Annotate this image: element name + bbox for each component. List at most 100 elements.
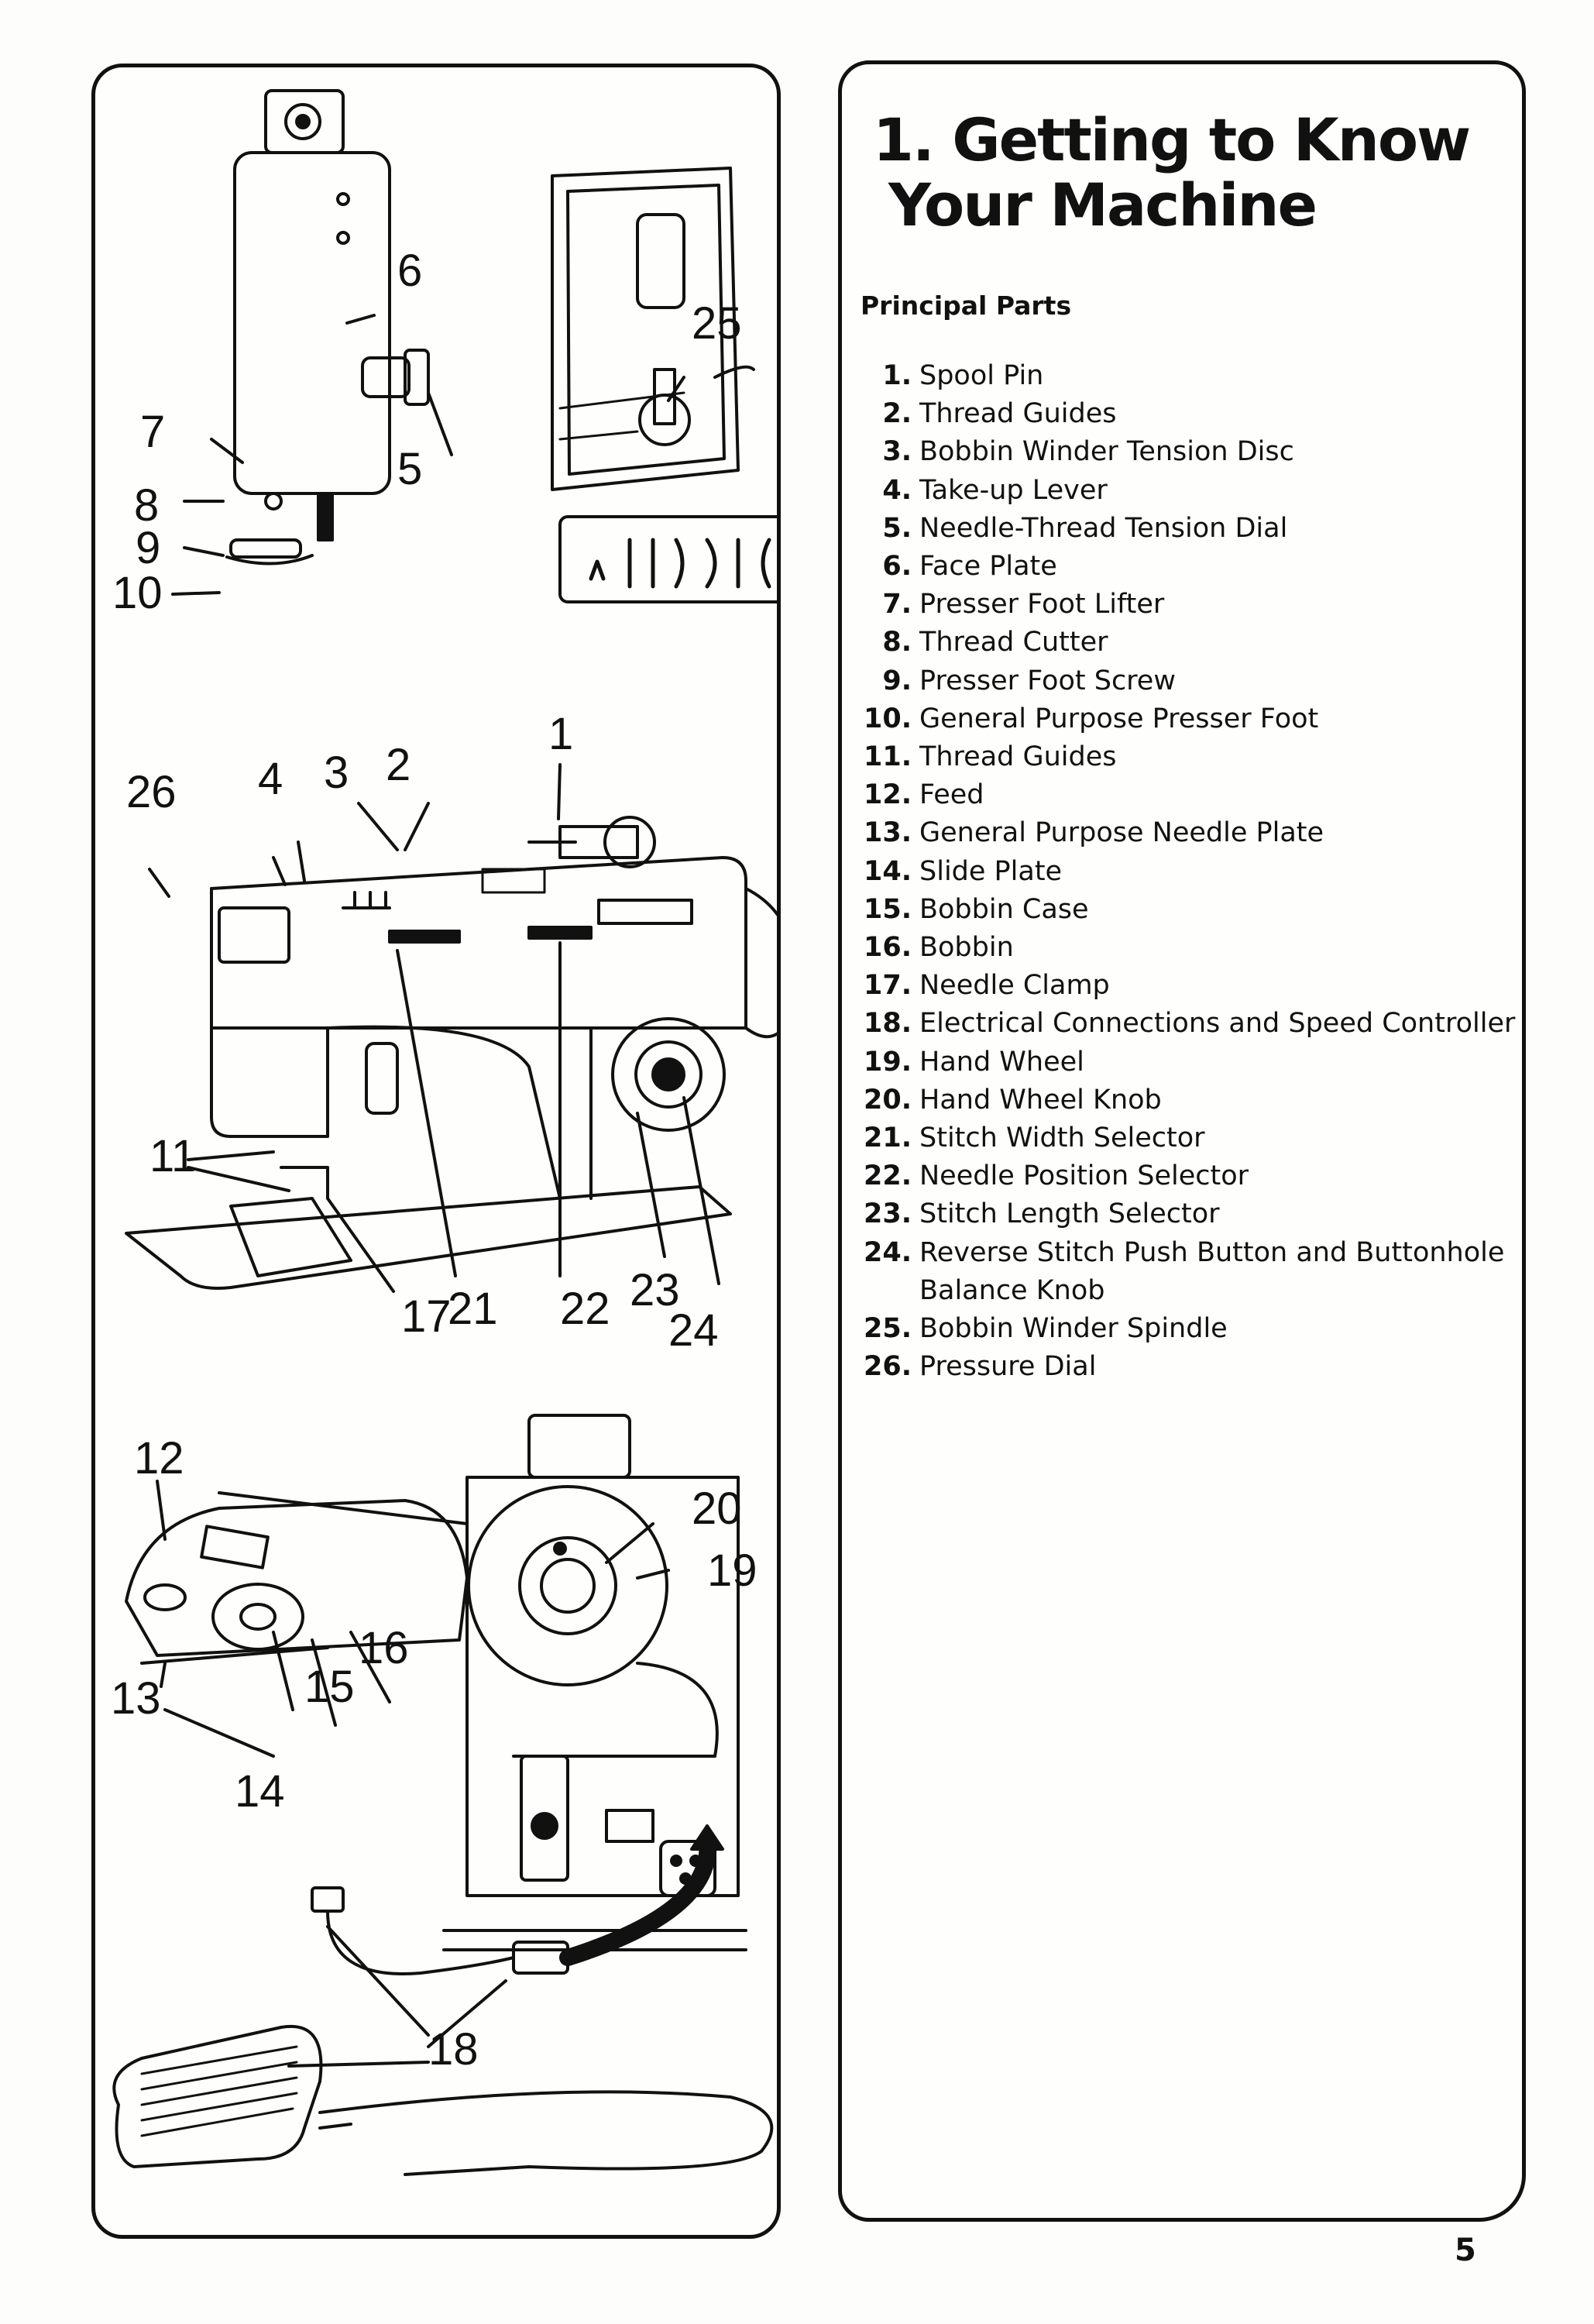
part-label: Electrical Connections and Speed Control… bbox=[919, 1008, 1516, 1040]
list-item: 24.Reverse Stitch Push Button and Button… bbox=[842, 1234, 1524, 1310]
title-line-2: Your Machine bbox=[888, 170, 1317, 239]
list-item: 11.Thread Guides bbox=[842, 738, 1524, 776]
list-item: 21.Stitch Width Selector bbox=[842, 1119, 1524, 1157]
callout-16: 16 bbox=[359, 1623, 409, 1673]
part-number: 16. bbox=[863, 932, 912, 964]
list-item: 16.Bobbin bbox=[842, 929, 1524, 967]
callout-3: 3 bbox=[324, 748, 349, 798]
part-number: 12. bbox=[863, 779, 912, 811]
part-number: 23. bbox=[863, 1198, 912, 1230]
list-item: 22.Needle Position Selector bbox=[842, 1157, 1524, 1195]
callout-14: 14 bbox=[235, 1766, 285, 1817]
list-item: 12.Feed bbox=[842, 776, 1524, 814]
part-number: 2. bbox=[882, 398, 912, 430]
list-item: 20.Hand Wheel Knob bbox=[842, 1081, 1524, 1119]
callout-17: 17 bbox=[401, 1291, 452, 1342]
list-item: 15.Bobbin Case bbox=[842, 891, 1524, 929]
list-item: 1.Spool Pin bbox=[842, 357, 1524, 395]
part-number: 26. bbox=[863, 1351, 912, 1383]
part-label: General Purpose Presser Foot bbox=[919, 703, 1319, 734]
callout-24: 24 bbox=[668, 1305, 719, 1356]
part-number: 3. bbox=[882, 436, 912, 468]
part-label: Presser Foot Lifter bbox=[919, 589, 1165, 621]
callout-21: 21 bbox=[448, 1284, 498, 1334]
list-item: 19.Hand Wheel bbox=[842, 1043, 1524, 1081]
part-label: Stitch Length Selector bbox=[919, 1198, 1220, 1230]
callout-4: 4 bbox=[258, 754, 283, 804]
part-label: Bobbin Winder Tension Disc bbox=[919, 436, 1294, 468]
section-subtitle: Principal Parts bbox=[861, 290, 1072, 321]
callout-26: 26 bbox=[126, 767, 177, 817]
part-number: 4. bbox=[882, 474, 912, 506]
part-label: Hand Wheel bbox=[919, 1046, 1084, 1078]
list-item: 8.Thread Cutter bbox=[842, 624, 1524, 662]
list-item: 4.Take-up Lever bbox=[842, 472, 1524, 510]
part-number: 10. bbox=[863, 703, 912, 734]
part-number: 11. bbox=[863, 741, 912, 773]
part-number: 21. bbox=[863, 1122, 912, 1154]
part-number: 24. bbox=[863, 1236, 912, 1268]
list-item: 13.General Purpose Needle Plate bbox=[842, 814, 1524, 852]
list-item: 5.Needle-Thread Tension Dial bbox=[842, 510, 1524, 548]
page-title: 1. Getting to Know Your Machine bbox=[873, 105, 1471, 239]
callout-18: 18 bbox=[428, 2024, 479, 2075]
part-label: Slide Plate bbox=[919, 855, 1063, 887]
callout-7: 7 bbox=[140, 407, 165, 457]
figure-foot-controller bbox=[112, 1824, 774, 2176]
list-item: 17.Needle Clamp bbox=[842, 967, 1524, 1005]
part-number: 22. bbox=[863, 1160, 912, 1192]
part-number: 1. bbox=[882, 360, 912, 391]
part-label: Presser Foot Screw bbox=[919, 665, 1176, 696]
part-label: Bobbin bbox=[919, 932, 1014, 964]
part-number: 14. bbox=[863, 855, 912, 887]
part-number: 8. bbox=[882, 627, 912, 658]
part-number: 19. bbox=[863, 1046, 912, 1078]
part-label: Feed bbox=[919, 779, 984, 811]
figure-needle-plate-and-handwheel bbox=[125, 1414, 747, 1951]
callout-13: 13 bbox=[111, 1673, 161, 1724]
part-label: Thread Guides bbox=[919, 741, 1117, 773]
part-number: 20. bbox=[863, 1084, 912, 1116]
part-label: Needle Position Selector bbox=[919, 1160, 1249, 1192]
callout-19: 19 bbox=[707, 1545, 757, 1596]
list-item: 3.Bobbin Winder Tension Disc bbox=[842, 433, 1524, 471]
text-panel: 1. Getting to Know Your Machine Principa… bbox=[838, 60, 1526, 2222]
part-label: Pressure Dial bbox=[919, 1351, 1097, 1383]
illustration-panel: 6 25 7 5 8 9 10 26 4 3 2 1 11 17 21 22 2… bbox=[91, 64, 781, 2239]
list-item: 14.Slide Plate bbox=[842, 853, 1524, 891]
title-line-1: 1. Getting to Know bbox=[873, 105, 1471, 174]
part-number: 13. bbox=[863, 817, 912, 849]
callout-8: 8 bbox=[134, 480, 159, 531]
part-number: 17. bbox=[863, 970, 912, 1002]
list-item: 18.Electrical Connections and Speed Cont… bbox=[842, 1005, 1524, 1043]
part-label: General Purpose Needle Plate bbox=[919, 817, 1324, 849]
part-label: Needle Clamp bbox=[919, 970, 1110, 1002]
part-label: Take-up Lever bbox=[919, 474, 1108, 506]
list-item: 23.Stitch Length Selector bbox=[842, 1195, 1524, 1233]
callout-12: 12 bbox=[134, 1433, 184, 1483]
page-number: 5 bbox=[1445, 2233, 1486, 2268]
callout-20: 20 bbox=[692, 1483, 742, 1534]
part-number: 9. bbox=[882, 665, 912, 696]
part-label: Thread Guides bbox=[919, 398, 1117, 430]
callout-22: 22 bbox=[560, 1284, 610, 1334]
list-item: 2.Thread Guides bbox=[842, 395, 1524, 433]
callout-15: 15 bbox=[304, 1662, 355, 1712]
part-number: 18. bbox=[863, 1008, 912, 1040]
part-number: 15. bbox=[863, 893, 912, 925]
callout-10: 10 bbox=[112, 568, 163, 618]
callout-1: 1 bbox=[548, 709, 573, 759]
callout-5: 5 bbox=[397, 444, 422, 494]
part-label: Thread Cutter bbox=[919, 627, 1108, 658]
figure-machine-front bbox=[125, 763, 777, 1293]
callout-25: 25 bbox=[692, 298, 742, 349]
callout-9: 9 bbox=[136, 523, 160, 573]
part-number: 5. bbox=[882, 512, 912, 544]
list-item: 26.Pressure Dial bbox=[842, 1348, 1524, 1386]
machine-illustrations: 6 25 7 5 8 9 10 26 4 3 2 1 11 17 21 22 2… bbox=[111, 89, 777, 2176]
callout-2: 2 bbox=[386, 740, 411, 790]
part-label: Needle-Thread Tension Dial bbox=[919, 512, 1288, 544]
part-number: 6. bbox=[882, 551, 912, 583]
figure-callouts: 6 25 7 5 8 9 10 26 4 3 2 1 11 17 21 22 2… bbox=[111, 246, 757, 2075]
part-label: Face Plate bbox=[919, 551, 1057, 583]
